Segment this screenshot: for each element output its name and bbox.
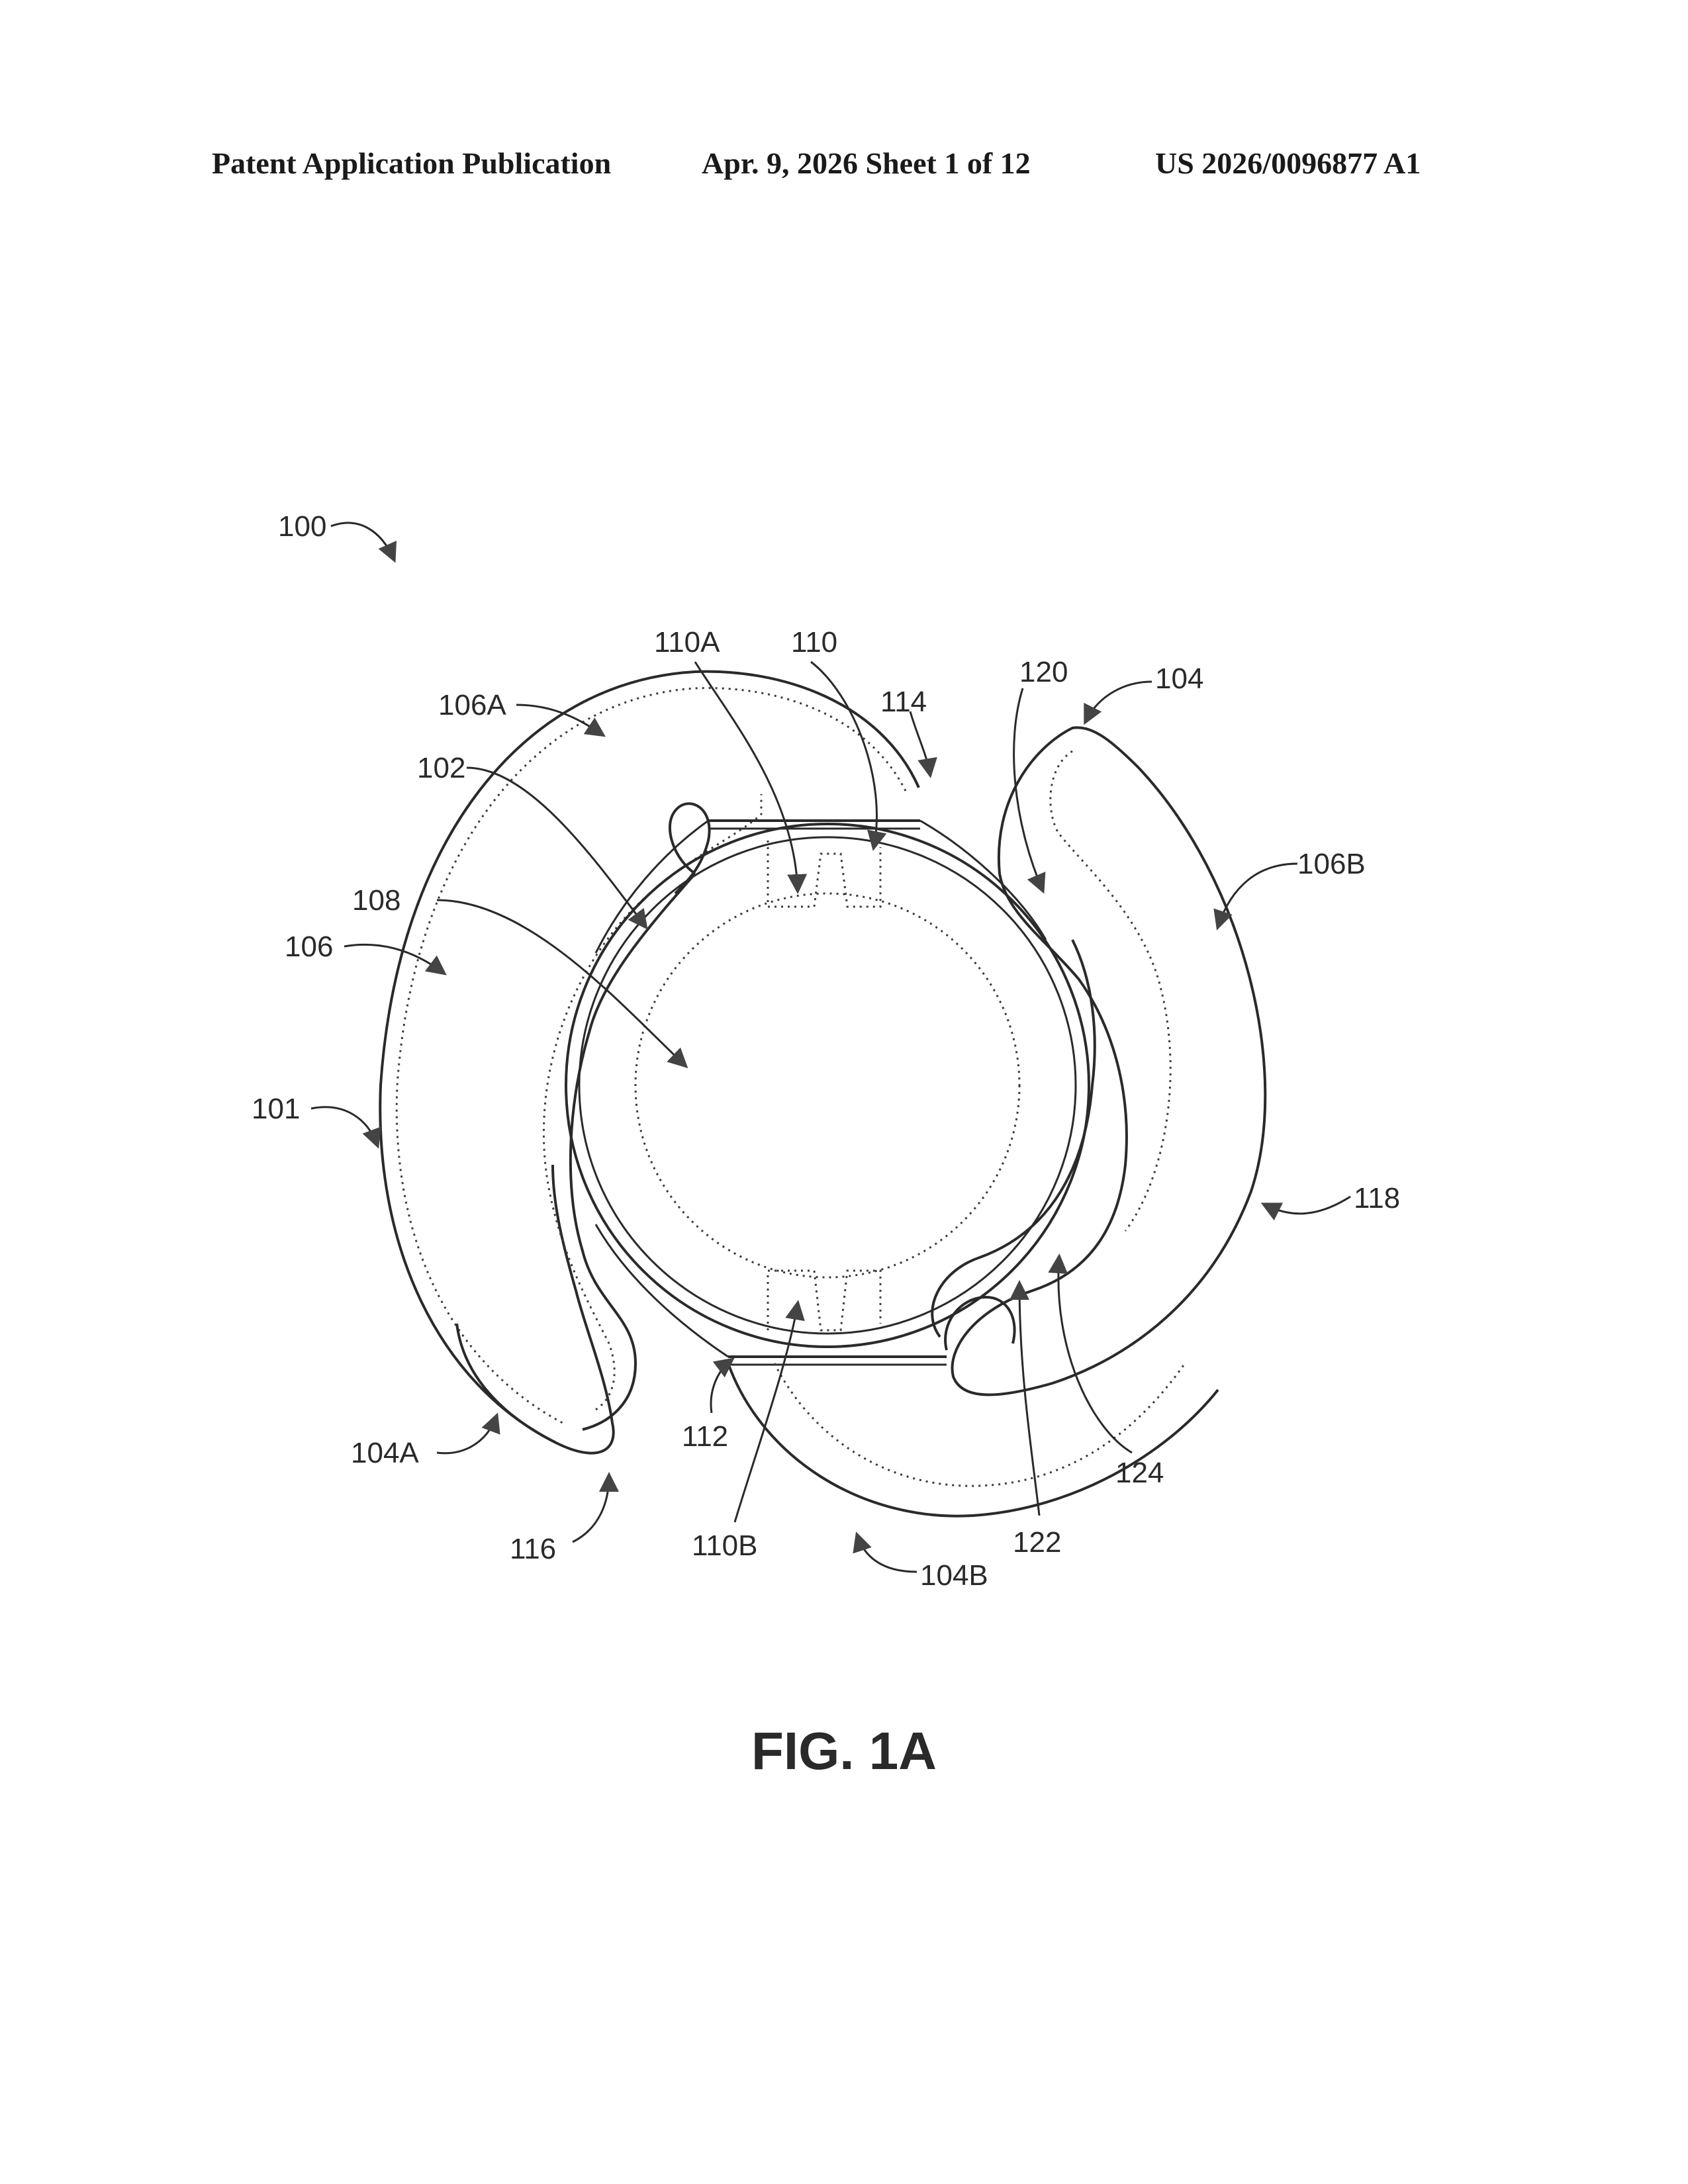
leader-120 [1014,688,1043,890]
label-104: 104 [1155,662,1203,695]
leader-112 [711,1360,731,1413]
leader-118 [1264,1197,1350,1214]
label-104A: 104A [351,1437,419,1469]
leader-116 [573,1476,609,1542]
leader-124 [1058,1257,1132,1453]
right-haptic-106B [953,727,1266,1394]
optic-bottom-notch [768,1271,880,1330]
haptic-tip-104A [457,1324,556,1443]
leader-104B [857,1535,917,1572]
label-100: 100 [278,510,326,543]
figure-caption: FIG. 1A [0,1721,1688,1782]
leader-106A [516,705,602,735]
label-110: 110 [791,626,837,659]
optic-center-108 [635,893,1019,1277]
label-106A: 106A [438,689,506,721]
leader-100 [331,523,394,559]
optic-link-bottom-left [596,1224,728,1357]
leader-114 [910,711,930,774]
label-106: 106 [285,931,333,963]
leader-110B [735,1304,798,1522]
leader-101 [311,1107,377,1145]
label-101: 101 [252,1093,300,1125]
leader-122 [1019,1284,1039,1516]
leader-110A [695,662,798,890]
label-108: 108 [352,884,400,917]
outer-haptic-body-101 [380,672,919,1453]
right-haptic-dotted [1051,751,1170,1231]
label-124: 124 [1115,1457,1164,1489]
label-102: 102 [417,752,465,784]
optic-rim [579,837,1076,1334]
leader-106 [344,944,444,973]
label-122: 122 [1013,1526,1061,1559]
haptic-arm-left-dotted [543,794,761,1410]
label-110B: 110B [692,1529,758,1562]
label-114: 114 [880,686,927,718]
leader-104 [1086,682,1152,721]
label-112: 112 [682,1420,728,1453]
lower-haptic-104B [728,1363,1218,1516]
label-116: 116 [510,1533,556,1565]
lower-window-lobe [945,1297,1015,1350]
leader-108 [437,900,685,1066]
label-106B: 106B [1297,848,1366,880]
label-120: 120 [1019,656,1068,688]
label-118: 118 [1354,1182,1400,1214]
leader-104A [437,1416,496,1453]
label-110A: 110A [654,626,720,659]
leader-102 [467,768,645,927]
label-104B: 104B [920,1559,988,1592]
